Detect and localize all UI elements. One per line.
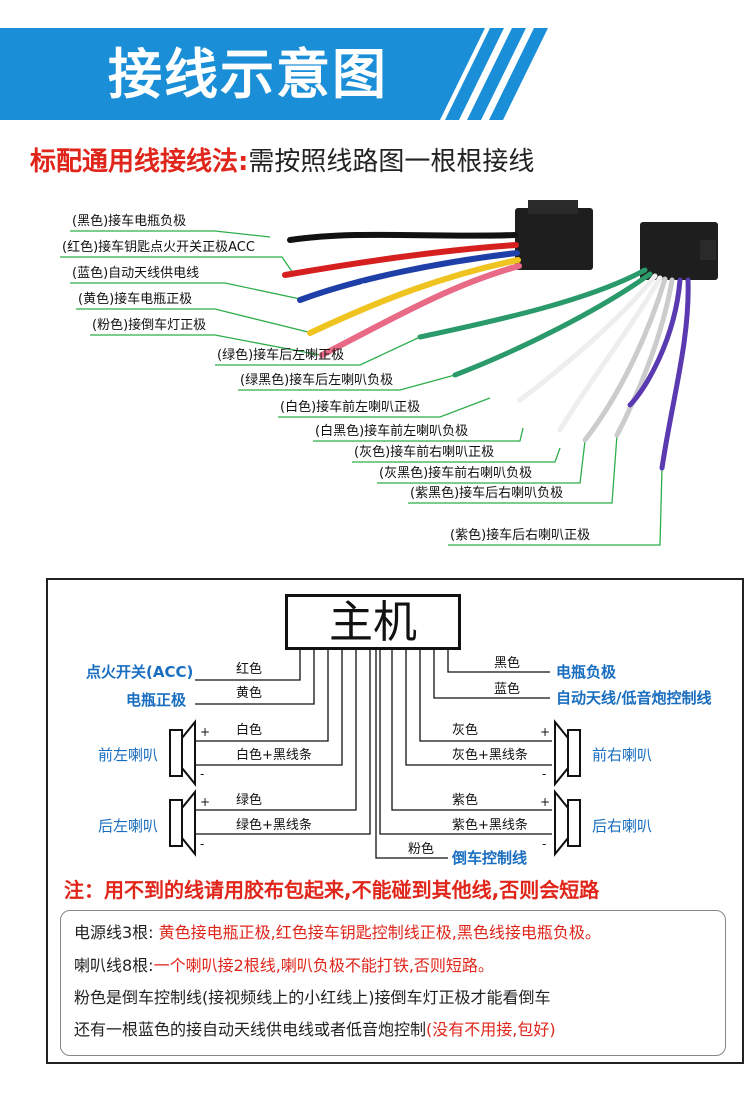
harness-illustration — [60, 200, 718, 546]
wire-label-red: (红色)接车钥匙点火开关正极ACC — [62, 240, 255, 255]
wire-gray-black: 灰色+黑线条 — [452, 748, 528, 763]
note-power-lead: 电源线3根: — [74, 923, 154, 942]
note-reverse-text: 粉色是倒车控制线(接视频线上的小红线上)接倒车灯正极才能看倒车 — [74, 988, 551, 1007]
wire-label-white-black: (白黑色)接车前左喇叭负极 — [315, 424, 469, 439]
wire-white-black: 白色+黑线条 — [236, 748, 312, 763]
wire-gray: 灰色 — [452, 723, 479, 738]
note-antenna-lead: 还有一根蓝色的接自动天线供电线或者低音炮控制 — [74, 1020, 427, 1039]
banner-title: 接线示意图 — [108, 43, 388, 106]
minus-sign-fr: - — [542, 767, 547, 781]
wire-label-pink: (粉色)接倒车灯正极 — [92, 318, 207, 333]
wire-label-gray-black: (灰黑色)接车前右喇叭负极 — [379, 466, 533, 481]
subtitle-dark: 需按照线路图一根根接线 — [248, 147, 535, 177]
subtitle-red: 标配通用线接线法: — [30, 147, 249, 177]
plus-sign-fr: + — [540, 725, 551, 739]
note-antenna: 还有一根蓝色的接自动天线供电线或者低音炮控制(没有不用接,包好) — [74, 1019, 556, 1041]
plus-sign-fl: + — [200, 725, 211, 739]
note-speaker: 喇叭线8根:一个喇叭接2根线,喇叭负极不能打铁,否则短路。 — [74, 955, 494, 977]
wire-purple-black: 紫色+黑线条 — [452, 818, 528, 833]
note-power: 电源线3根: 黄色接电瓶正极,红色接车钥匙控制线正极,黑色线接电瓶负极。 — [74, 922, 601, 944]
title-banner — [0, 28, 548, 120]
wire-yellow: 黄色 — [236, 686, 263, 701]
wire-green: 绿色 — [236, 793, 263, 808]
wire-purple: 紫色 — [452, 793, 479, 808]
front-right-speaker-label: 前右喇叭 — [592, 746, 653, 764]
reverse-control-label: 倒车控制线 — [452, 849, 528, 867]
wire-label-yellow: (黄色)接车电瓶正极 — [78, 292, 193, 307]
rear-right-speaker-label: 后右喇叭 — [592, 817, 653, 835]
wire-black: 黑色 — [494, 656, 521, 671]
wire-blue: 蓝色 — [494, 682, 521, 697]
wire-white: 白色 — [236, 723, 263, 738]
wire-label-green: (绿色)接车后左喇正极 — [217, 348, 345, 363]
minus-sign-rl: - — [200, 837, 205, 851]
rear-left-speaker-label: 后左喇叭 — [98, 817, 159, 835]
acc-label: 点火开关(ACC) — [86, 663, 194, 681]
wire-label-gray: (灰色)接车前右喇叭正极 — [354, 445, 495, 460]
battery-neg-label: 电瓶负极 — [556, 663, 617, 681]
wire-label-white: (白色)接车前左喇叭正极 — [280, 400, 421, 415]
battery-pos-label: 电瓶正极 — [126, 691, 187, 709]
note-power-detail: 黄色接电瓶正极,红色接车钥匙控制线正极,黑色线接电瓶负极。 — [153, 923, 601, 942]
wire-label-blue: (蓝色)自动天线供电线 — [72, 266, 200, 281]
schematic-frame — [46, 578, 744, 1064]
note-antenna-detail: (没有不用接,包好) — [426, 1020, 556, 1039]
plus-sign-rr: + — [540, 795, 551, 809]
note-speaker-detail: 一个喇叭接2根线,喇叭负极不能打铁,否则短路。 — [153, 956, 494, 975]
notes-box — [60, 910, 726, 1056]
host-unit-box: 主机 — [285, 594, 461, 650]
wire-pink: 粉色 — [408, 842, 435, 857]
wire-label-purple-black: (紫黑色)接车后右喇叭负极 — [410, 486, 564, 501]
wire-green-black: 绿色+黑线条 — [236, 818, 312, 833]
subtitle: 标配通用线接线法:需按照线路图一根根接线 — [30, 142, 534, 182]
wire-label-purple: (紫色)接车后右喇叭正极 — [450, 528, 591, 543]
warning-text: 注：用不到的线请用胶布包起来,不能碰到其他线,否则会短路 — [64, 878, 600, 902]
note-reverse: 粉色是倒车控制线(接视频线上的小红线上)接倒车灯正极才能看倒车 — [74, 987, 551, 1009]
wire-red: 红色 — [236, 662, 263, 677]
wire-label-green-black: (绿黑色)接车后左喇叭负极 — [240, 373, 394, 388]
antenna-label: 自动天线/低音炮控制线 — [556, 689, 712, 707]
plus-sign-rl: + — [200, 795, 211, 809]
minus-sign-fl: - — [200, 767, 205, 781]
host-unit-label: 主机 — [329, 597, 417, 648]
wire-label-black: (黑色)接车电瓶负极 — [72, 214, 187, 229]
minus-sign-rr: - — [542, 837, 547, 851]
note-speaker-lead: 喇叭线8根: — [74, 956, 154, 975]
front-left-speaker-label: 前左喇叭 — [98, 746, 159, 764]
